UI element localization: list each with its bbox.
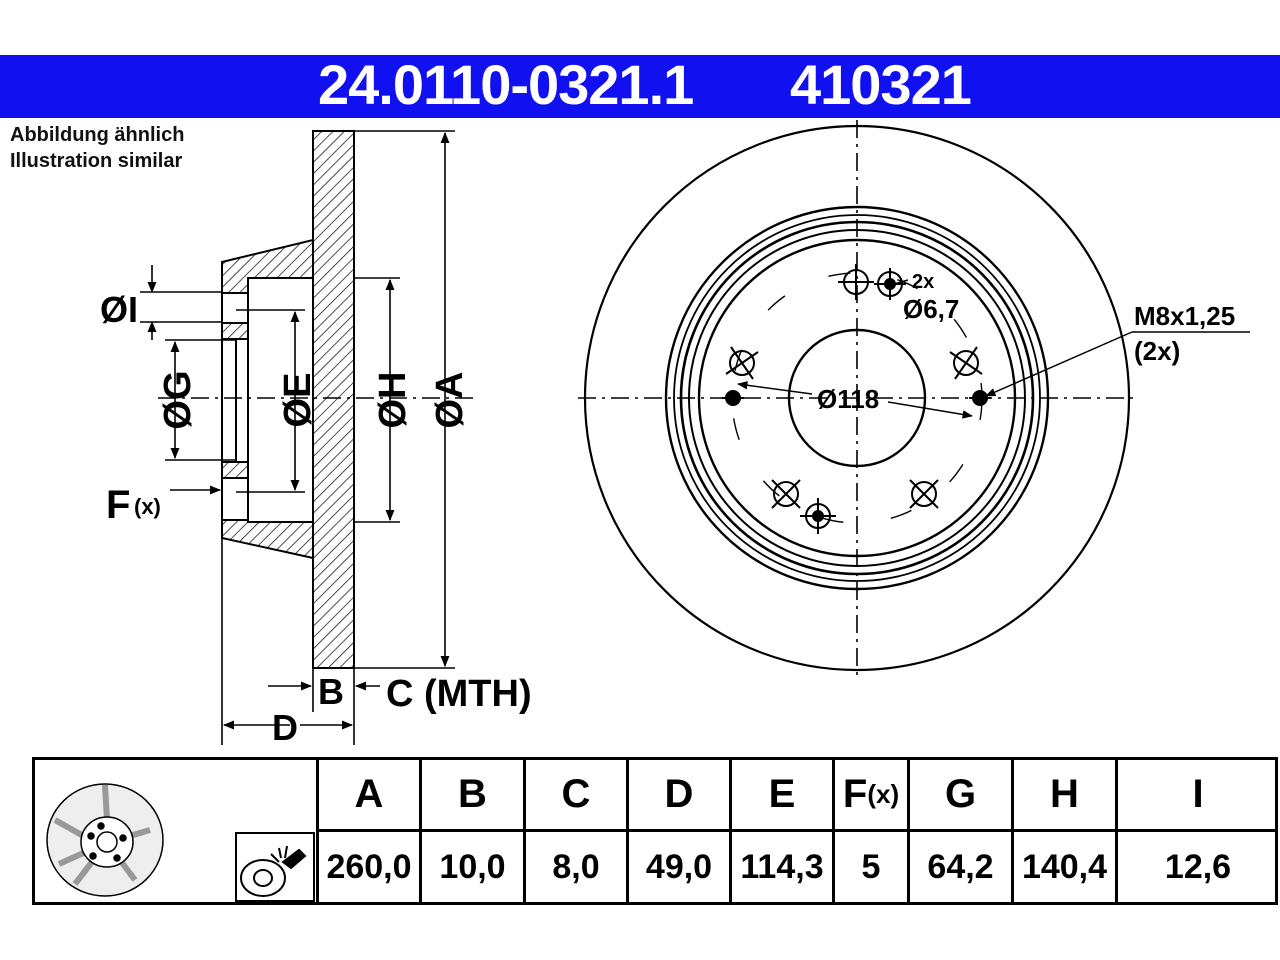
table-column-divider [523,760,526,902]
cleaning-spray-icon [235,832,315,902]
label-dia-e: ØE [277,373,319,428]
icon-cell [35,760,316,902]
column-header-f: F(x) [835,760,907,829]
bolt-hole [838,264,874,300]
table-column-divider [1011,760,1014,902]
column-value-h: 140,4 [1021,847,1108,886]
column-header-a: A [319,760,419,829]
label-thread: M8x1,25 [1134,301,1235,331]
bolt-hole [725,346,759,380]
disc-cross-section [221,130,355,669]
hub-flange-bottom [221,461,249,479]
front-leaders [736,279,1250,419]
table-column-divider [729,760,732,902]
column-value-d: 49,0 [645,847,713,886]
label-thread-count: (2x) [1134,336,1180,366]
section-dimensions [140,130,455,745]
bolt-hole [909,479,939,509]
hat-wall-top [221,238,314,294]
label-b: B [318,671,344,712]
column-value-g: 64,2 [927,847,994,886]
column-header-label: E [768,772,796,816]
title-bar: 24.0110-0321.1 410321 [0,53,1280,118]
note-english: Illustration similar [10,150,183,172]
locating-holes [722,268,991,534]
column-header-label: G [944,772,977,816]
column-header-sub: (x) [867,779,900,809]
table-row-divider [316,829,1278,832]
bolt-holes [725,264,983,509]
column-header-i: I [1118,760,1278,829]
locating-hole [800,498,836,534]
bolt-hole [771,479,801,509]
friction-ring-section [312,130,355,669]
column-header-label: C [561,772,591,816]
disc-front-view [578,120,1136,678]
column-value-b: 10,0 [439,847,506,886]
label-hole-count: 2x [912,271,934,293]
label-dia-i: ØI [100,289,138,330]
column-header-label: A [354,772,384,816]
bolt-hole [949,346,983,380]
locating-hole [874,268,906,300]
label-c: C (MTH) [386,673,532,715]
column-header-label: H [1050,772,1079,816]
column-header-g: G [910,760,1011,829]
label-d: D [272,707,298,748]
thread-hole [722,390,744,406]
column-header-label: F [842,772,868,816]
hub-flange-top [221,322,249,340]
column-header-label: D [664,772,694,816]
hat-wall-bottom [221,519,314,560]
column-header-c: C [526,760,626,829]
reference-number: 410321 [790,53,972,116]
column-header-label: I [1192,772,1204,816]
column-header-d: D [629,760,729,829]
illustration-note: Abbildung ähnlich Illustration similar [10,122,184,174]
column-value-a: 260,0 [326,847,412,886]
column-header-e: E [732,760,832,829]
column-header-b: B [422,760,523,829]
table-column-divider [626,760,629,902]
front-labels: Ø118 2x Ø6,7 M8x1,25 (2x) [817,271,1235,414]
spec-table: A 260,0 B 10,0 C 8,0 D 49,0 E 114,3 F(x) 5 G 64,2 H 140… [32,757,1278,905]
thread-hole [969,390,991,406]
table-column-divider [832,760,835,902]
label-dia-g: ØG [157,370,199,429]
label-f: F [106,483,130,527]
column-header-label: B [458,772,487,816]
label-dia-a: ØA [429,372,471,429]
section-labels: ØI ØG ØE ØH ØA F (x) B C (MTH) D [100,289,532,748]
label-bolt-circle: Ø118 [817,384,879,414]
table-column-divider [316,760,319,902]
column-value-i: 12,6 [1164,847,1232,886]
part-number: 24.0110-0321.1 [318,53,694,116]
column-header-h: H [1014,760,1115,829]
table-column-divider [907,760,910,902]
column-value-f: 5 [861,847,881,886]
column-value-c: 8,0 [552,847,600,886]
table-column-divider [419,760,422,902]
brake-disc-icon [46,783,164,897]
label-hole-dia: Ø6,7 [903,294,959,324]
column-value-e: 114,3 [740,847,824,886]
label-dia-h: ØH [372,372,414,429]
table-column-divider [1115,760,1118,902]
note-german: Abbildung ähnlich [10,124,185,146]
label-f-sub: (x) [134,494,161,519]
